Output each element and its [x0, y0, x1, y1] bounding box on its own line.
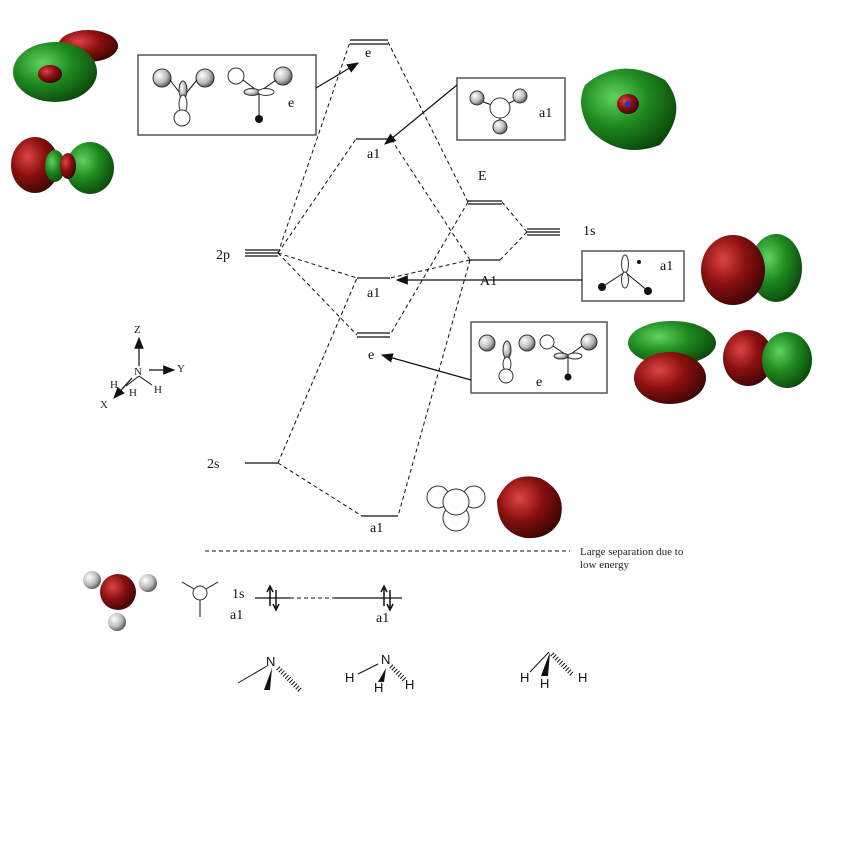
axis-atom-h3: H [154, 384, 162, 396]
label-a1-antibonding: a1 [367, 147, 380, 162]
core-levels [255, 584, 402, 612]
box-label-e-bottom: e [536, 375, 542, 390]
axis-label-x: X [100, 399, 108, 411]
arrow-box-e-bottom [380, 353, 472, 381]
structure-atom-h-e: H [540, 676, 549, 691]
label-e-top: e [365, 46, 371, 61]
orbital-surface-a1-bottom [497, 476, 562, 539]
label-A1: A1 [480, 274, 497, 289]
box-label-e-top: e [288, 96, 294, 111]
structure-atom-h-c: H [405, 677, 414, 692]
structure-n-fragment: N [237, 654, 302, 692]
structure-h3: H H H [520, 651, 587, 691]
label-1s: 1s [583, 224, 595, 239]
label-e-bonding: e [368, 348, 374, 363]
core-label-a1-right: a1 [376, 611, 389, 626]
axis-atom-h1: H [110, 379, 118, 391]
correlation-lines [277, 41, 528, 517]
electron-pair-icon [380, 584, 394, 612]
label-2p: 2p [216, 248, 230, 263]
core-label-1s: 1s [232, 587, 244, 602]
electron-pair-icon [266, 584, 280, 612]
core-label-a1-left: a1 [230, 608, 243, 623]
salc-box-e-top: e [137, 54, 317, 136]
separator-note-line1: Large separation due to [580, 546, 684, 558]
coordinate-axes: Z Y X N H H H [100, 324, 185, 411]
core-1s-sketch [181, 581, 219, 617]
orbital-surface-e-top [13, 30, 118, 102]
structure-atom-h-a: H [345, 670, 354, 685]
label-E: E [478, 169, 487, 184]
structure-nh3: N H H H [345, 652, 414, 695]
arrow-box-a1-top [384, 84, 458, 145]
axis-atom-n: N [134, 366, 142, 378]
energy-levels [245, 39, 560, 517]
structure-atom-h-f: H [578, 670, 587, 685]
label-2s: 2s [207, 457, 219, 472]
box-label-a1-mid: a1 [660, 259, 673, 274]
box-label-a1-top: a1 [539, 106, 552, 121]
orbital-surface-core-1s [83, 571, 157, 631]
label-a1-bonding: a1 [370, 521, 383, 536]
orbital-surface-e-bottom [628, 321, 812, 404]
axis-label-y: Y [177, 363, 185, 375]
structure-atom-h-b: H [374, 680, 383, 695]
salc-sketch-a1-bottom [426, 485, 486, 532]
structure-atom-n2: N [381, 652, 390, 667]
arrow-box-e-top [315, 62, 360, 89]
orbital-surface-a1-mid [701, 234, 802, 305]
orbital-surface-a1-top [581, 68, 677, 150]
orbital-surface-e-top-2 [11, 137, 114, 194]
salc-box-e-bottom: e [470, 321, 608, 394]
salc-box-a1-top: a1 [456, 77, 566, 141]
structure-atom-n1: N [266, 654, 275, 669]
axis-atom-h2: H [129, 387, 137, 399]
separator-note-line2: low energy [580, 559, 629, 571]
salc-box-a1-mid: a1 [581, 250, 685, 302]
label-a1-nonbonding: a1 [367, 286, 380, 301]
axis-label-z: Z [134, 324, 141, 336]
structure-atom-h-d: H [520, 670, 529, 685]
